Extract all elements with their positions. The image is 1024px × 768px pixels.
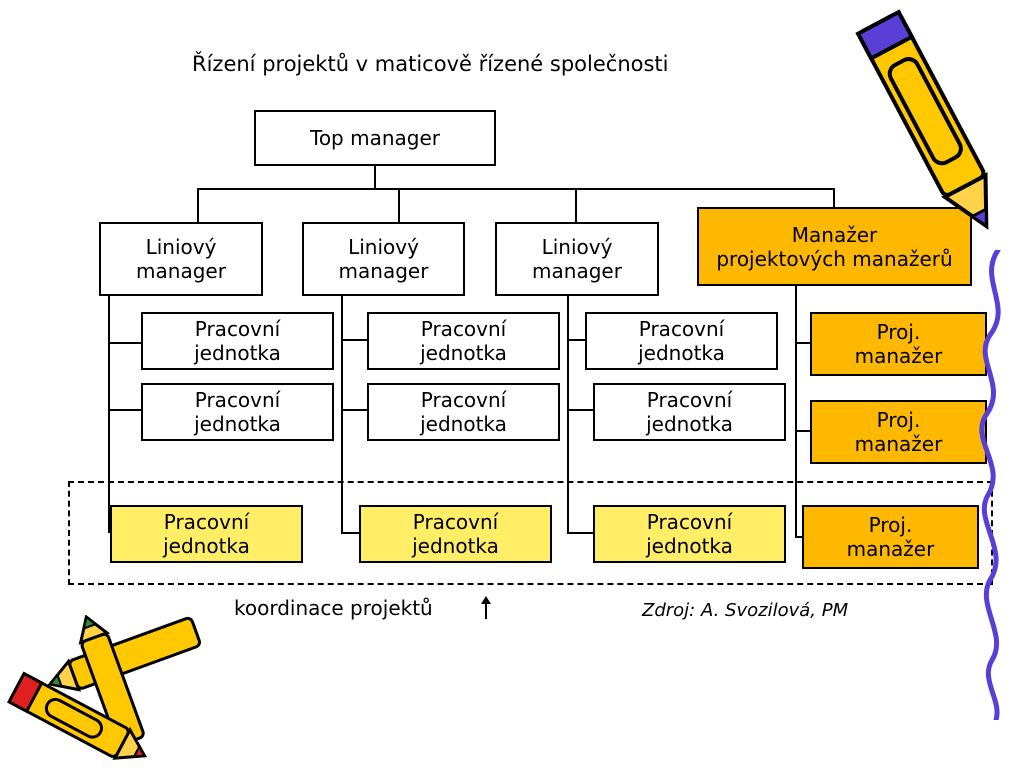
- work-unit-box: Pracovní jednotka: [141, 383, 334, 441]
- connector: [567, 409, 594, 411]
- connector: [108, 296, 110, 532]
- connector: [108, 409, 142, 411]
- project-work-unit-box: Pracovní jednotka: [359, 505, 552, 563]
- line-manager-box: Liniový manager: [302, 222, 465, 296]
- project-manager-label: Proj.: [868, 513, 913, 537]
- work-unit-label: Pracovní: [194, 388, 281, 412]
- project-manager-box: Proj. manažer: [802, 505, 979, 569]
- work-unit-label: Pracovní: [420, 388, 507, 412]
- connector: [374, 165, 376, 189]
- line-manager-label: manager: [532, 259, 622, 283]
- up-arrow-icon: [481, 596, 491, 619]
- wavy-border-icon: [979, 250, 1001, 720]
- project-manager-label: Proj.: [876, 408, 921, 432]
- connector: [795, 430, 811, 432]
- project-work-unit-box: Pracovní jednotka: [593, 505, 786, 563]
- work-unit-label: Pracovní: [420, 317, 507, 341]
- line-manager-box: Liniový manager: [99, 222, 263, 296]
- connector: [341, 409, 368, 411]
- connector: [341, 532, 361, 534]
- connector: [567, 532, 594, 534]
- source-note: Zdroj: A. Svozilová, PM: [642, 600, 849, 621]
- connector: [795, 536, 803, 538]
- connector: [833, 188, 835, 208]
- work-unit-label: jednotka: [412, 534, 499, 558]
- crayon-icon: [7, 615, 202, 760]
- connector: [567, 296, 569, 533]
- connector: [108, 342, 142, 344]
- work-unit-label: Pracovní: [194, 317, 281, 341]
- project-manager-label: manažer: [854, 344, 943, 368]
- project-manager-box: Proj. manažer: [810, 312, 987, 376]
- connector: [795, 286, 797, 537]
- work-unit-box: Pracovní jednotka: [367, 312, 560, 370]
- connector: [197, 188, 834, 190]
- top-manager-label: Top manager: [310, 126, 440, 150]
- work-unit-box: Pracovní jednotka: [585, 312, 778, 370]
- project-work-unit-box: Pracovní jednotka: [110, 505, 303, 563]
- page-title: Řízení projektů v maticově řízené společ…: [192, 52, 669, 76]
- top-manager-box: Top manager: [254, 110, 496, 166]
- crayon-icon: [855, 9, 989, 230]
- work-unit-label: Pracovní: [646, 388, 733, 412]
- work-unit-label: jednotka: [646, 412, 733, 436]
- work-unit-label: Pracovní: [163, 510, 250, 534]
- work-unit-label: Pracovní: [412, 510, 499, 534]
- project-manager-box: Proj. manažer: [810, 400, 987, 464]
- work-unit-label: Pracovní: [646, 510, 733, 534]
- connector: [795, 342, 811, 344]
- line-manager-label: manager: [136, 259, 226, 283]
- work-unit-label: jednotka: [646, 534, 733, 558]
- line-manager-label: manager: [338, 259, 429, 283]
- line-manager-label: Liniový: [541, 235, 613, 259]
- work-unit-box: Pracovní jednotka: [141, 312, 334, 370]
- work-unit-label: jednotka: [638, 341, 725, 365]
- connector: [197, 188, 199, 222]
- line-manager-label: Liniový: [145, 235, 217, 259]
- pm-head-label: projektových manažerů: [716, 246, 953, 271]
- work-unit-box: Pracovní jednotka: [367, 383, 560, 441]
- pm-head-box: Manažer projektových manažerů: [697, 207, 972, 286]
- connector: [341, 339, 368, 341]
- coordination-caption: koordinace projektů: [234, 596, 433, 620]
- connector: [575, 188, 577, 222]
- work-unit-label: jednotka: [420, 412, 507, 436]
- work-unit-label: jednotka: [194, 412, 281, 436]
- work-unit-label: jednotka: [194, 341, 281, 365]
- connector: [567, 339, 586, 341]
- work-unit-label: jednotka: [420, 341, 507, 365]
- project-manager-label: manažer: [854, 432, 943, 456]
- work-unit-box: Pracovní jednotka: [593, 383, 786, 441]
- line-manager-box: Liniový manager: [495, 222, 659, 296]
- project-manager-label: Proj.: [876, 320, 921, 344]
- work-unit-label: Pracovní: [638, 317, 725, 341]
- connector: [341, 296, 343, 533]
- project-manager-label: manažer: [846, 537, 935, 561]
- line-manager-label: Liniový: [348, 235, 419, 259]
- pm-head-label: Manažer: [791, 222, 878, 247]
- connector: [398, 188, 400, 222]
- work-unit-label: jednotka: [163, 534, 250, 558]
